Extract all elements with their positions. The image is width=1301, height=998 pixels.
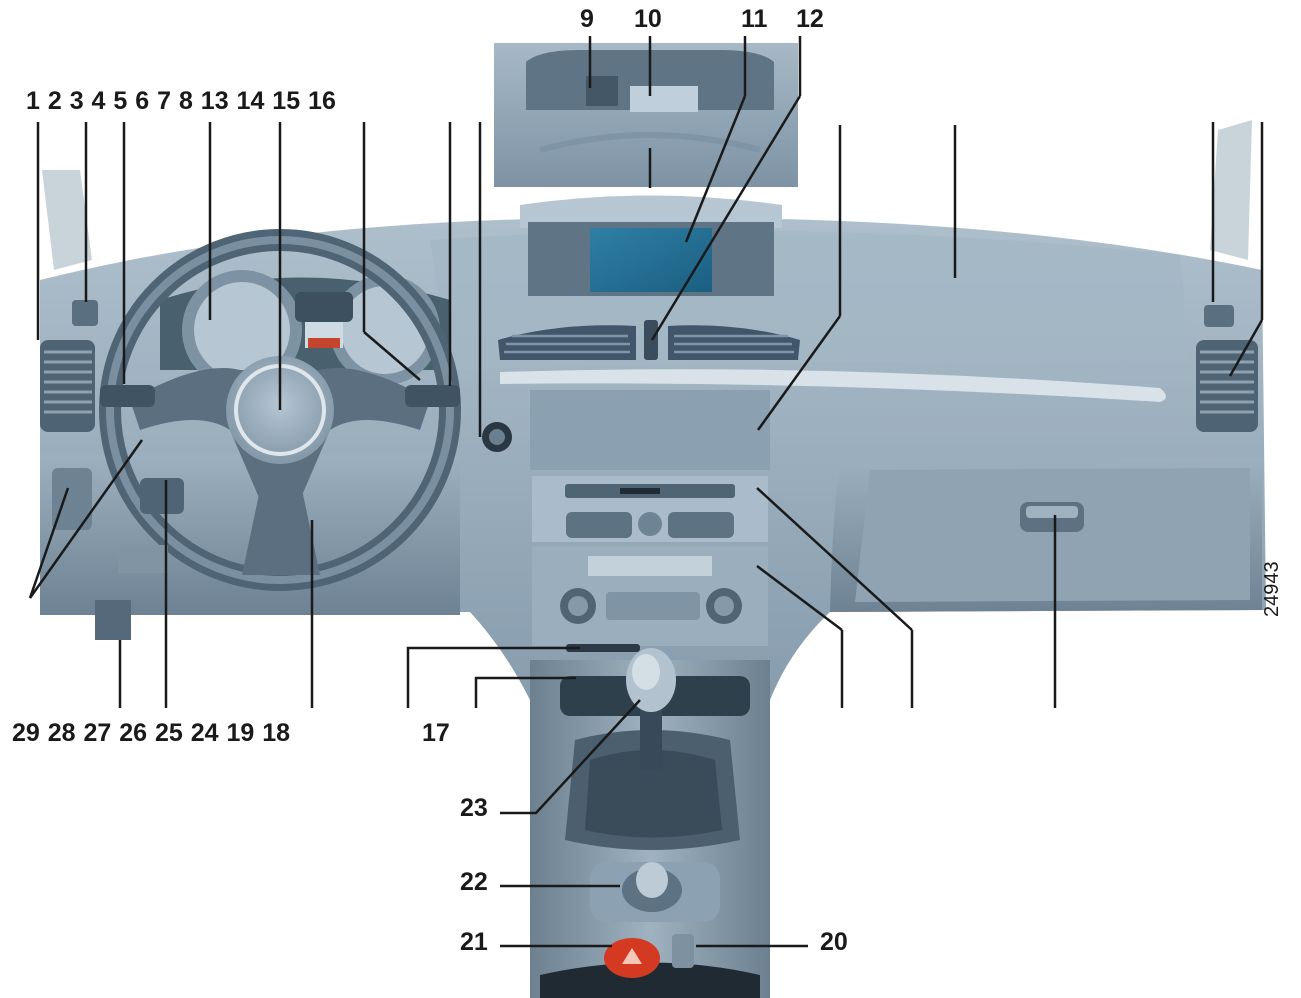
callout-12: 12 — [796, 5, 824, 33]
callout-row-bottom: 29 28 27 26 25 24 19 18 — [12, 719, 291, 747]
display-inset — [494, 43, 798, 187]
right-side-vent — [1196, 305, 1258, 432]
callout-20: 20 — [820, 928, 848, 956]
reference-number: 24943 — [1261, 561, 1283, 617]
callout-23: 23 — [460, 794, 488, 822]
callout-row-top: 1 2 3 4 5 6 7 8 13 14 15 16 — [26, 87, 336, 115]
central-vents — [498, 320, 800, 360]
callout-17: 17 — [422, 719, 450, 747]
leader-lines — [28, 36, 1264, 948]
callout-21: 21 — [460, 928, 488, 956]
center-stack — [530, 390, 770, 652]
callout-10: 10 — [634, 5, 662, 33]
callout-22: 22 — [460, 868, 488, 896]
gear-tunnel — [530, 648, 770, 998]
left-side-vent — [40, 300, 98, 432]
callout-11: 11 — [741, 5, 768, 33]
callout-9: 9 — [580, 5, 594, 33]
central-display — [520, 195, 782, 296]
